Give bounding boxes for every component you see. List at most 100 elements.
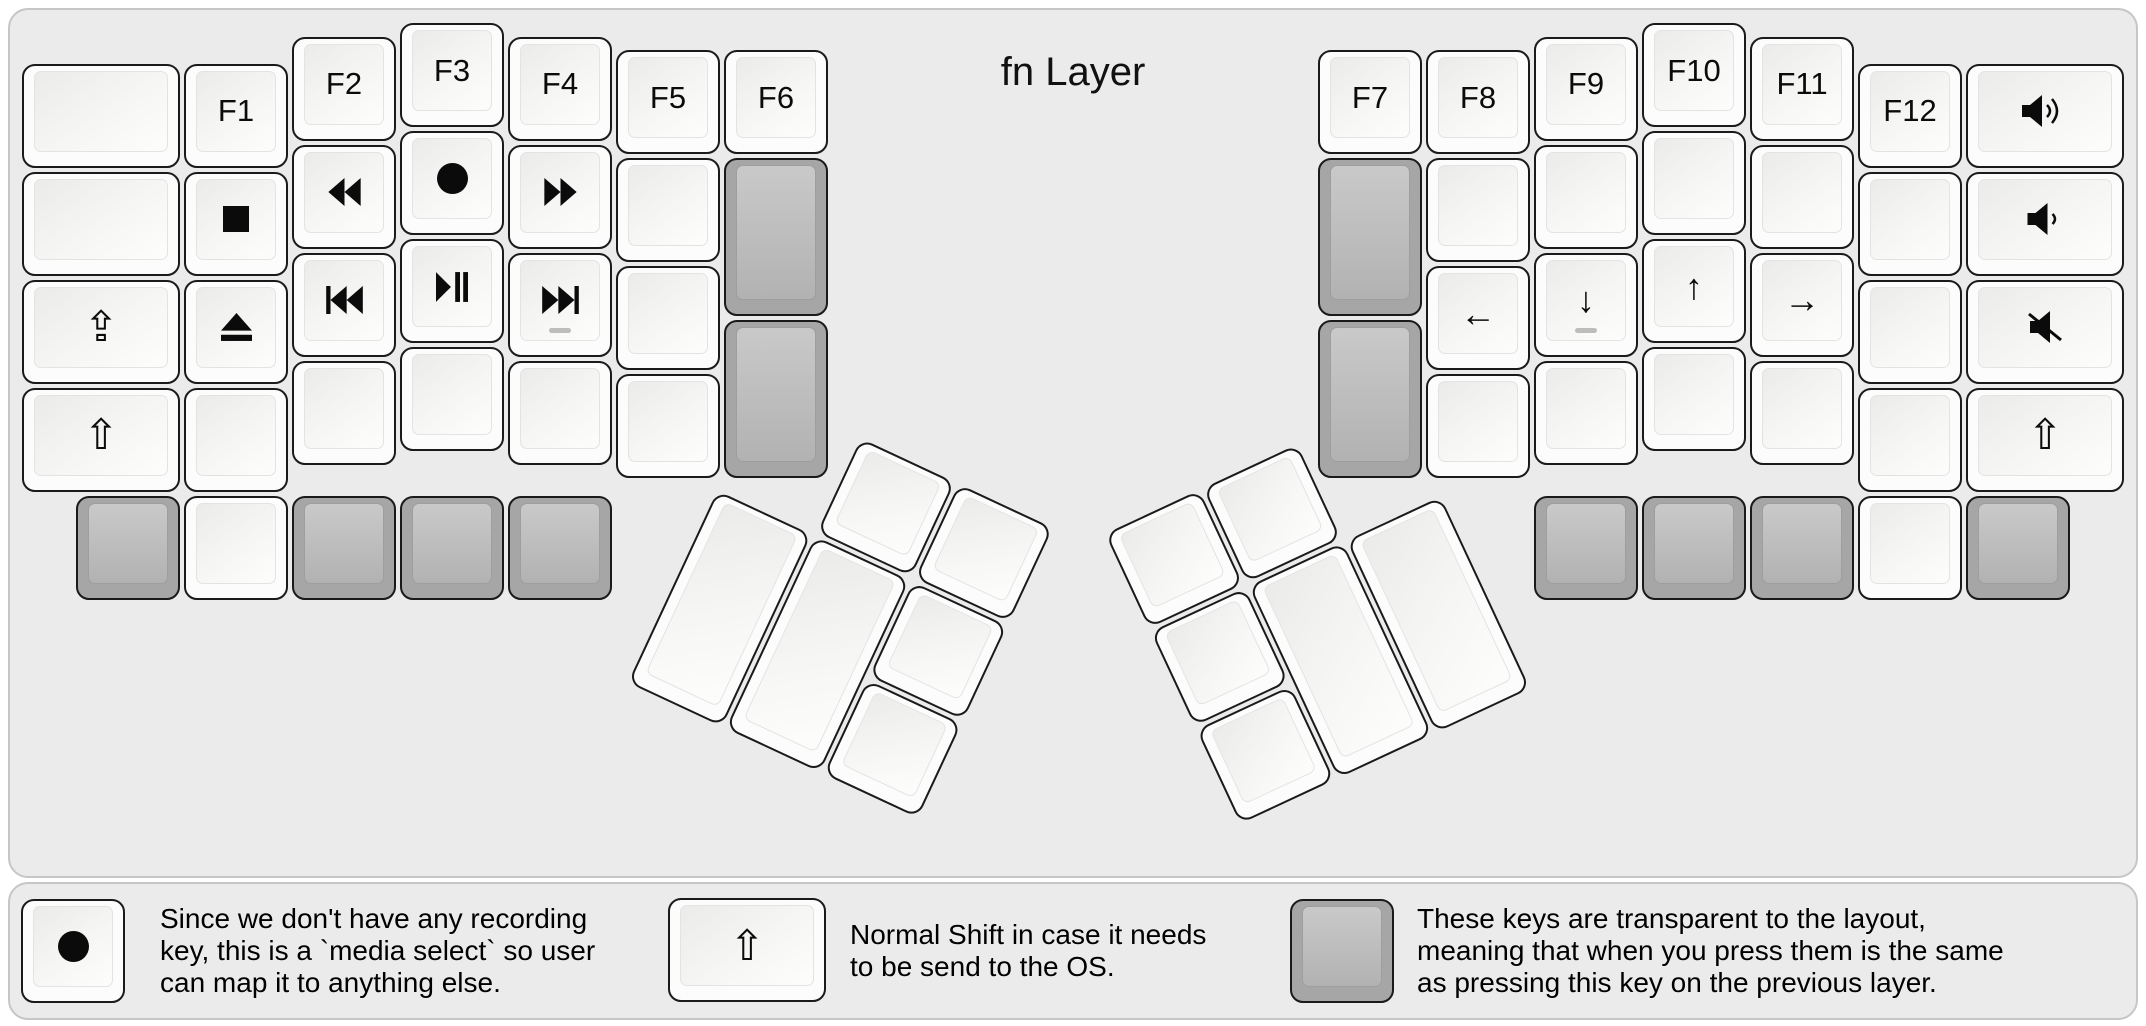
- prev-track-icon: [325, 286, 363, 314]
- keycap-surface: [520, 502, 600, 584]
- key-label: F2: [325, 66, 363, 101]
- key-blank: [616, 374, 720, 478]
- legend-shift-text: Normal Shift in case it needs to be send…: [850, 919, 1207, 982]
- keycap-surface: [196, 178, 276, 260]
- key-label: ⇧: [729, 921, 765, 969]
- key-f3: F3: [400, 23, 504, 127]
- key-eject: [184, 279, 288, 384]
- legend-record-key: [21, 899, 125, 1003]
- keycap-surface: [1302, 906, 1382, 987]
- legend-shift-key: ⇧: [668, 898, 826, 1002]
- key-transparent: [1966, 495, 2070, 600]
- keycap-surface: F8: [1438, 57, 1518, 138]
- play-pause-icon: [436, 271, 468, 302]
- keycap-surface: [412, 354, 492, 435]
- keycap-surface: [736, 327, 816, 462]
- key-next-track: [508, 252, 612, 357]
- keycap-surface: F5: [628, 57, 708, 138]
- keycap-surface: [34, 178, 168, 260]
- key-f8: F8: [1426, 50, 1530, 154]
- key-blank: [184, 387, 288, 492]
- key-record-media-select: [400, 131, 504, 235]
- keycap-surface: [1978, 178, 2112, 260]
- keycap-surface: [1216, 455, 1324, 563]
- key-blank: [400, 347, 504, 451]
- keycap-surface: F7: [1330, 57, 1410, 138]
- key-label: ←: [1460, 292, 1496, 334]
- key-transparent: [292, 495, 396, 600]
- keycap-surface: F9: [1546, 43, 1626, 125]
- keycap-surface: [1164, 599, 1272, 707]
- fast-forward-icon: [543, 178, 577, 206]
- keycap-surface: [520, 259, 600, 341]
- keycap-surface: [304, 502, 384, 584]
- key-blank: [616, 266, 720, 370]
- keycap-surface: [841, 691, 948, 799]
- key-transparent: [76, 495, 180, 600]
- keycap-surface: ↑: [1654, 246, 1734, 327]
- key-label: ⇧: [2027, 411, 2063, 458]
- keycap-surface: [1762, 151, 1842, 233]
- key-blank: [1750, 144, 1854, 249]
- legend-record-text: Since we don't have any recording key, t…: [160, 903, 596, 998]
- key-blank: [292, 360, 396, 465]
- keycap-surface: ⇧: [680, 905, 814, 986]
- keycap-surface: ⇪: [34, 286, 168, 368]
- key-mute: [1966, 279, 2124, 384]
- keycap-surface: [736, 165, 816, 300]
- key-label: ↑: [1685, 265, 1703, 307]
- keycap-surface: [1654, 138, 1734, 219]
- key-blank: [1858, 387, 1962, 492]
- key-blank: [616, 158, 720, 262]
- keycap-surface: [1546, 502, 1626, 584]
- key-blank: [1642, 347, 1746, 451]
- mute-icon: [2026, 310, 2064, 344]
- keycap-surface: [304, 367, 384, 449]
- keycap-surface: [1438, 165, 1518, 246]
- keycap-surface: [1978, 502, 2058, 584]
- keycap-surface: [1762, 502, 1842, 584]
- key-transparent: [1318, 320, 1422, 478]
- keycap-surface: F2: [304, 43, 384, 125]
- keycap-surface: [412, 246, 492, 327]
- keycap-surface: [33, 906, 113, 987]
- key-label: ⇧: [83, 411, 119, 458]
- keycap-surface: [834, 449, 942, 557]
- page-title: fn Layer: [1000, 50, 1146, 94]
- keycap-surface: [1654, 502, 1734, 584]
- key-blank: [1426, 158, 1530, 262]
- homing-bar: [1575, 328, 1597, 333]
- record-icon: [436, 163, 468, 194]
- key-blank: [1534, 144, 1638, 249]
- key-play-pause: [400, 239, 504, 343]
- rewind-icon: [327, 178, 361, 206]
- keycap-surface: ⇧: [34, 394, 168, 476]
- key-blank: [22, 171, 180, 276]
- key-label: F5: [649, 79, 687, 115]
- key-f11: F11: [1750, 36, 1854, 141]
- key-label: F3: [433, 52, 471, 88]
- key-transparent: [724, 320, 828, 478]
- key-transparent: [1642, 495, 1746, 600]
- volume-down-icon: [2027, 202, 2064, 236]
- key-label: ⇪: [83, 303, 119, 350]
- keycap-surface: ↓: [1546, 259, 1626, 341]
- keycap-surface: [932, 495, 1040, 603]
- eject-icon: [220, 313, 252, 341]
- key-stop: [184, 171, 288, 276]
- keycap-surface: F10: [1654, 30, 1734, 111]
- key-rewind: [292, 144, 396, 249]
- key-label: F9: [1567, 66, 1605, 101]
- key-fast-forward: [508, 144, 612, 249]
- keycap-surface: F12: [1870, 70, 1950, 152]
- keycap-surface: [520, 367, 600, 449]
- key-transparent: [1750, 495, 1854, 600]
- next-track-icon: [541, 286, 579, 314]
- keycap-surface: [88, 502, 168, 584]
- keycap-surface: ←: [1438, 273, 1518, 354]
- key-blank: [1642, 131, 1746, 235]
- key-volume-down: [1966, 171, 2124, 276]
- keycap-surface: [1330, 165, 1410, 300]
- key-arrow-down: ↓: [1534, 252, 1638, 357]
